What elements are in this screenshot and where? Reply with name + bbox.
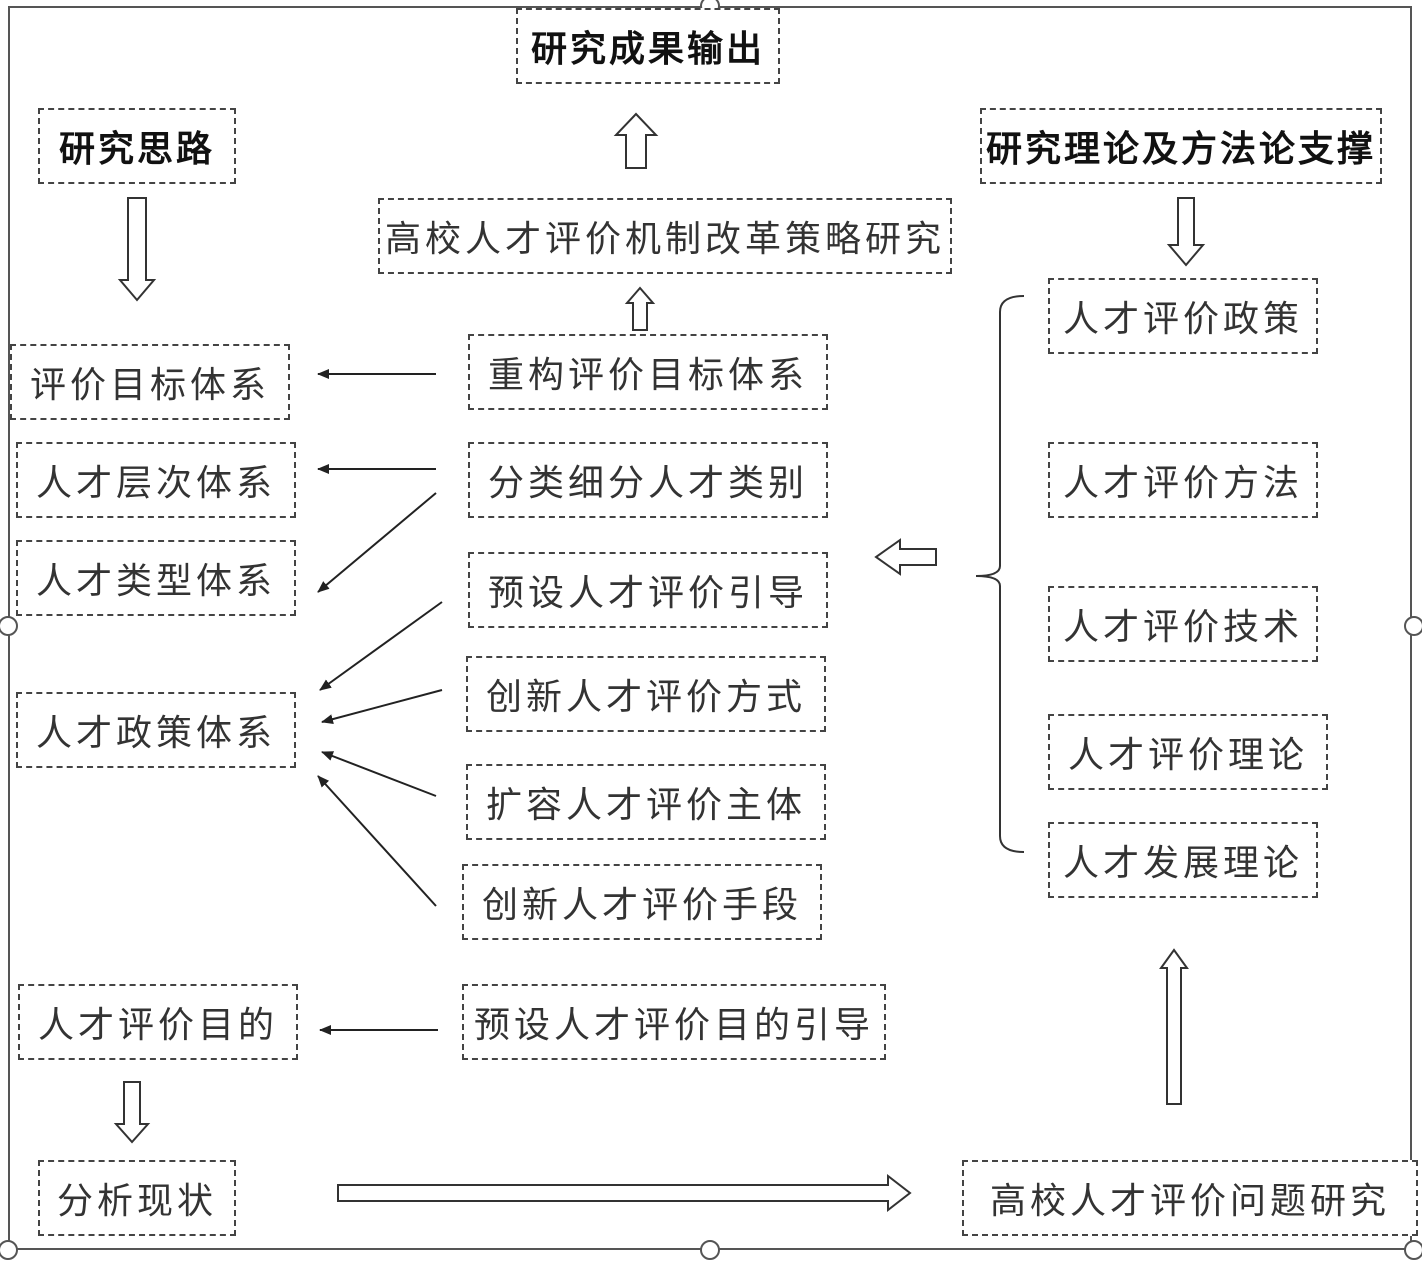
block-arrow-up-title [613, 112, 659, 169]
resize-handle-bottom[interactable] [700, 1240, 720, 1260]
measure-reconstruct-box: 重构评价目标体系 [468, 334, 828, 410]
measure-means-box: 创新人才评价手段 [462, 864, 822, 940]
arrow-classify-to-type [317, 492, 437, 593]
goal-system-box: 评价目标体系 [10, 344, 290, 420]
arrow-method-to-policy [321, 689, 443, 724]
support-theory-box: 人才评价理论 [1048, 714, 1328, 790]
level-system-box: 人才层次体系 [16, 442, 296, 518]
block-arrow-down-right-header [1166, 197, 1206, 267]
support-bracket [975, 295, 1025, 853]
block-arrow-right-status [337, 1173, 912, 1213]
block-arrow-left-supports [874, 538, 937, 576]
type-system-box: 人才类型体系 [16, 540, 296, 616]
support-technology-box: 人才评价技术 [1048, 586, 1318, 662]
support-policy-box: 人才评价政策 [1048, 278, 1318, 354]
policy-system-box: 人才政策体系 [16, 692, 296, 768]
resize-handle-right[interactable] [1404, 616, 1422, 636]
support-method-box: 人才评价方法 [1048, 442, 1318, 518]
research-output-box: 研究成果输出 [516, 8, 780, 84]
block-arrow-down-purpose [113, 1081, 151, 1144]
arrow-subject-to-policy [321, 751, 437, 797]
block-arrow-down-left-header [117, 197, 157, 302]
measure-guide-box: 预设人才评价引导 [468, 552, 828, 628]
resize-handle-left[interactable] [0, 616, 18, 636]
problem-research-box: 高校人才评价问题研究 [962, 1160, 1418, 1236]
arrow-means-to-policy [317, 775, 437, 907]
block-arrow-up-strategy [624, 286, 656, 331]
resize-handle-bottom-right[interactable] [1404, 1240, 1422, 1260]
arrow-guide-to-policy [319, 601, 443, 691]
analyze-status-box: 分析现状 [38, 1160, 236, 1236]
purpose-guide-box: 预设人才评价目的引导 [462, 984, 886, 1060]
support-development-box: 人才发展理论 [1048, 822, 1318, 898]
block-arrow-up-problem [1159, 948, 1189, 1105]
evaluation-purpose-box: 人才评价目的 [18, 984, 298, 1060]
measure-classify-box: 分类细分人才类别 [468, 442, 828, 518]
reform-strategy-box: 高校人才评价机制改革策略研究 [378, 198, 952, 274]
measure-method-box: 创新人才评价方式 [466, 656, 826, 732]
theory-support-box: 研究理论及方法论支撑 [980, 108, 1382, 184]
research-approach-box: 研究思路 [38, 108, 236, 184]
resize-handle-bottom-left[interactable] [0, 1240, 18, 1260]
measure-subject-box: 扩容人才评价主体 [466, 764, 826, 840]
